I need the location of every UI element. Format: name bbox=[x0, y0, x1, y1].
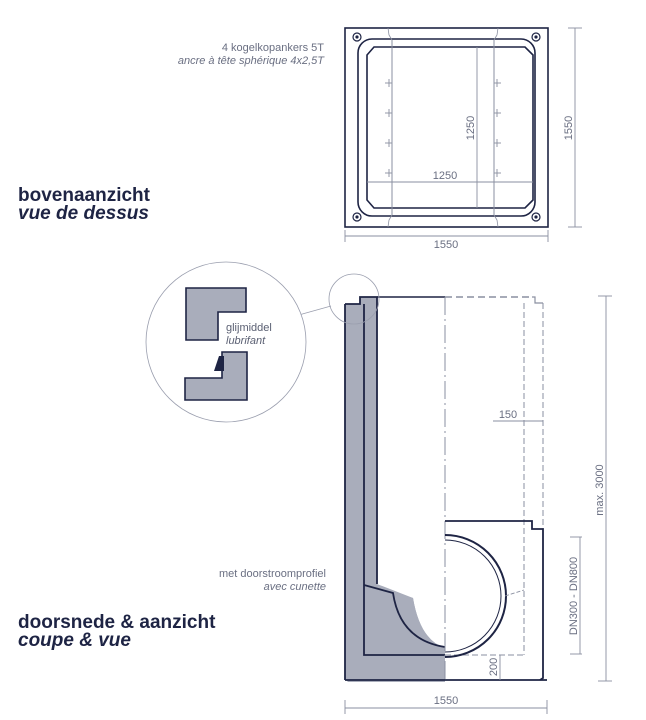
lubricant-note-nl: glijmiddel bbox=[226, 322, 272, 334]
section-view-title: doorsnede & aanzicht coupe & vue bbox=[18, 612, 216, 651]
anchor-note-fr: ancre à tête sphérique 4x2,5T bbox=[177, 55, 324, 67]
top-view-plan: 1250 1250 1550 1550 bbox=[344, 27, 582, 251]
dim-inner-height: 1250 bbox=[465, 116, 477, 140]
dim-section-width: 1550 bbox=[434, 695, 458, 707]
section-view: 150 200 1550 max. 3000 DN300 - DN800 bbox=[344, 295, 612, 714]
top-view-title-fr: vue de dessus bbox=[18, 203, 149, 224]
section-view-title-fr: coupe & vue bbox=[18, 630, 131, 651]
lubricant-note-fr: lubrifant bbox=[226, 335, 266, 347]
dim-bottom-thickness: 200 bbox=[488, 658, 500, 676]
anchor-bolt-icon bbox=[352, 32, 541, 222]
anchor-note: 4 kogelkopankers 5T ancre à tête sphériq… bbox=[178, 42, 324, 68]
dim-outer-height: 1550 bbox=[563, 116, 575, 140]
dim-wall-thickness: 150 bbox=[499, 409, 517, 421]
top-view-title: bovenaanzicht vue de dessus bbox=[18, 185, 150, 224]
profile-note-fr: avec cunette bbox=[263, 581, 326, 593]
section-view-title-nl: doorsnede & aanzicht bbox=[18, 612, 216, 633]
profile-note-nl: met doorstroomprofiel bbox=[219, 568, 326, 580]
dim-outer-width: 1550 bbox=[434, 239, 458, 251]
anchor-note-nl: 4 kogelkopankers 5T bbox=[221, 42, 324, 54]
joint-detail bbox=[145, 261, 380, 423]
dim-max-height: max. 3000 bbox=[594, 464, 606, 515]
top-view-title-nl: bovenaanzicht bbox=[18, 185, 150, 206]
lubricant-note: glijmiddel lubrifant bbox=[226, 322, 272, 348]
profile-note: met doorstroomprofiel avec cunette bbox=[219, 568, 326, 594]
dim-inner-width: 1250 bbox=[433, 170, 457, 182]
dim-pipe-diameter: DN300 - DN800 bbox=[568, 557, 580, 635]
